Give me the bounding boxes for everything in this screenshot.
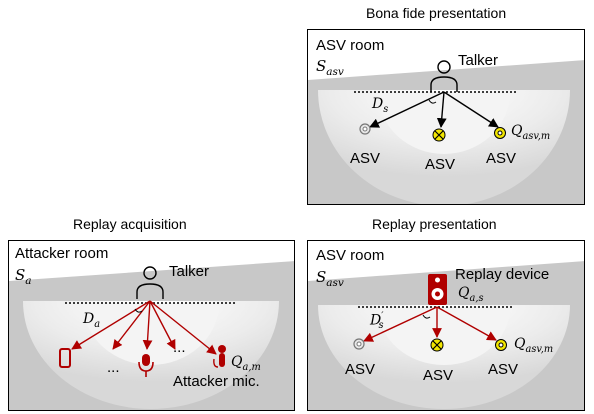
inner-stage xyxy=(378,307,510,365)
distance-symbol: Ds xyxy=(372,96,389,115)
arrow xyxy=(149,300,176,350)
distance-symbol: D′s xyxy=(370,311,384,332)
talker-label: Talker xyxy=(169,263,210,280)
mic-symbol: Qasv,m xyxy=(511,123,551,142)
arrow xyxy=(436,306,497,341)
asv-mic-right-icon xyxy=(494,127,506,139)
lavalier-mic-icon xyxy=(213,345,226,368)
asv-label-left: ASV xyxy=(345,361,376,378)
arrow xyxy=(443,91,499,128)
caption-bona-fide: Bona fide presentation xyxy=(366,5,507,21)
room-label: ASV room xyxy=(316,37,385,54)
bona-fide-panel: ASV room Sasv Talker Ds Qasv,m ASV ASV A… xyxy=(307,29,585,205)
arrow xyxy=(369,91,445,128)
talker-label: Talker xyxy=(458,52,499,69)
room-symbol: Sa xyxy=(15,266,32,287)
ellipsis-upper: ... xyxy=(173,339,186,356)
asv-mic-right-icon xyxy=(495,339,507,351)
room-label: Attacker room xyxy=(15,245,109,262)
asv-label-right: ASV xyxy=(488,361,519,378)
loudspeaker-icon xyxy=(428,274,447,305)
talker-icon xyxy=(437,60,451,74)
replay-acquisition-panel: Attacker room Sa Talker Da ... ... Qa,m … xyxy=(8,240,295,411)
caption-replay-presentation: Replay presentation xyxy=(372,216,497,232)
microphone-icon xyxy=(138,354,154,377)
mic-symbol: Qasv,m xyxy=(514,336,554,355)
attacker-mic-label: Attacker mic. xyxy=(173,373,260,390)
arrow xyxy=(149,300,217,355)
asv-label-center: ASV xyxy=(423,367,454,384)
arrow xyxy=(363,306,438,342)
arrow xyxy=(436,91,447,128)
ellipsis-lower: ... xyxy=(107,359,120,376)
arrow xyxy=(71,300,151,350)
room-symbol: Sasv xyxy=(316,57,344,78)
phone-icon xyxy=(59,348,71,368)
arrow xyxy=(142,300,153,350)
distance-symbol: Da xyxy=(83,311,101,330)
replay-presentation-panel: ASV room Sasv Replay device Qa,s D′s Qas… xyxy=(307,240,585,411)
asv-label-center: ASV xyxy=(425,156,456,173)
replay-device-label: Replay device xyxy=(455,266,550,283)
mic-symbol: Qa,m xyxy=(231,354,261,373)
presentation-scene xyxy=(308,261,584,410)
asv-label-right: ASV xyxy=(486,150,517,167)
arrow xyxy=(112,300,151,350)
device-symbol: Qa,s xyxy=(458,285,484,304)
bona-fide-scene xyxy=(308,60,584,204)
asv-mic-center-icon xyxy=(430,338,444,352)
asv-mic-left-icon xyxy=(353,338,365,350)
talker-icon xyxy=(143,266,157,280)
room-symbol: Sasv xyxy=(316,268,344,289)
acquisition-scene xyxy=(9,261,294,410)
caption-replay-acquisition: Replay acquisition xyxy=(73,216,187,232)
asv-mic-center-icon xyxy=(432,128,446,142)
asv-mic-left-icon xyxy=(359,123,371,135)
asv-label-left: ASV xyxy=(350,150,381,167)
room-label: ASV room xyxy=(316,247,385,264)
